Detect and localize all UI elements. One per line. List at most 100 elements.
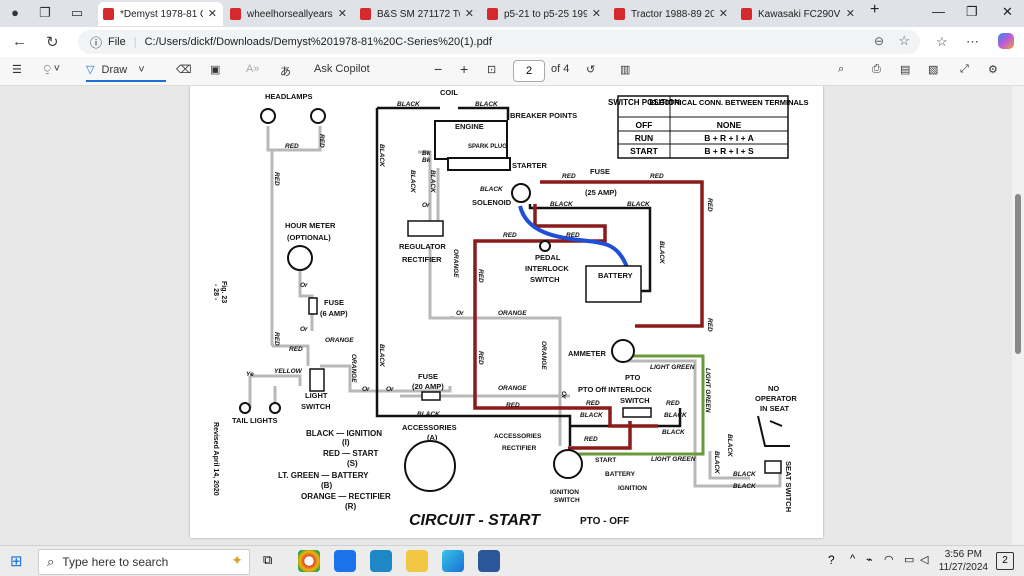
wire-label-black-v7: BLACK [713,451,720,475]
settings-icon[interactable]: ⚙ [988,64,998,76]
new-tab-button[interactable]: + [870,1,880,18]
legend-orange: ORANGE — RECTIFIER [301,492,391,501]
task-view-icon[interactable]: ⧉ [263,552,273,567]
search-icon[interactable]: ⌕ [838,63,845,75]
taskbar-search[interactable]: ⌕ Type here to search ✦ [38,549,250,575]
ask-copilot-button[interactable]: Ask Copilot [314,63,370,75]
rotate-icon[interactable]: ↺ [586,64,596,76]
network-icon[interactable]: ⌁ [866,554,873,566]
tab-wheelhorse[interactable]: wheelhorseallyears.p ✕ [225,2,353,26]
orange-wire-mid [428,246,562,446]
pedal-label: PEDAL [535,253,561,262]
chevron-up-icon[interactable]: ^ [850,553,856,565]
profile-icon[interactable]: ● [11,5,19,20]
zoom-in-button[interactable]: + [460,61,469,77]
close-icon[interactable]: ✕ [464,8,474,20]
favorite-icon[interactable]: ☆ [898,33,910,48]
wire-label-black-3: BLACK [480,186,504,193]
edge-icon[interactable] [442,550,464,572]
scrollbar-thumb[interactable] [1015,194,1021,354]
url-text: C:/Users/dickf/Downloads/Demyst%201978-8… [144,36,492,48]
minimize-icon[interactable]: — [932,4,945,19]
print-icon[interactable]: ⎙ [872,63,881,75]
wire-label-red-5: RED [566,232,580,239]
read-aloud-icon[interactable]: A» [246,63,260,75]
volume-icon[interactable]: ◁ [920,554,929,566]
notifications-badge[interactable]: 2 [996,552,1014,570]
close-icon[interactable]: ✕ [207,8,217,20]
component-labels: HEADLAMPS COIL BREAKER POINTS ENGINE SPA… [232,88,797,512]
pto-switch-label: SWITCH [620,396,650,405]
word-icon[interactable] [478,550,500,572]
tab-p5-21[interactable]: p5-21 to p5-25 1990 ✕ [482,2,607,26]
legend-black: BLACK — IGNITION [306,429,382,438]
zoom-out-button[interactable]: − [434,61,443,77]
document-viewer[interactable]: SWITCH POSITION ELECTRICAL CONN. BETWEEN… [0,86,1012,545]
refresh-icon[interactable]: ↻ [46,34,59,51]
save-as-icon[interactable]: ▧ [928,64,939,76]
contents-icon[interactable]: ☰ [12,64,22,76]
help-icon[interactable]: ? [828,553,835,567]
pdf-icon [360,8,371,20]
page-number-input[interactable]: 2 [513,60,545,82]
wire-label-orange-v1: ORANGE [452,249,459,278]
mail-icon[interactable] [334,550,356,572]
tab-bs-sm[interactable]: B&S SM 271172 Twi ✕ [355,2,480,26]
tab-label: wheelhorseallyears.p [247,8,333,20]
page-view-icon[interactable]: ▥ [620,64,631,76]
tab-kawasaki[interactable]: Kawasaki FC290V FC ✕ [736,2,861,26]
close-icon[interactable]: ✕ [591,8,601,20]
translate-icon[interactable]: あ [280,66,291,78]
wire-label-or-6: Or [422,202,430,209]
workspaces-icon[interactable]: ❐ [39,5,51,20]
fuse-25-label: FUSE [590,167,610,176]
vertical-wire-labels: BLACK BLACK BLACK RED RED RED RED RED RE… [273,134,733,475]
legend-red-s: (S) [347,459,358,468]
eraser-icon[interactable]: ⌫ [176,64,192,76]
close-icon[interactable]: ✕ [718,8,728,20]
fullscreen-icon[interactable]: ⤢ [960,63,969,75]
back-icon[interactable]: ← [12,33,27,50]
restore-icon[interactable]: ❐ [966,4,978,19]
ignition-switch-symbol [553,449,583,479]
highlight-icon[interactable]: ⍜ ˅ [44,63,61,75]
close-window-icon[interactable]: ✕ [1002,4,1013,19]
tab-actions-icon[interactable]: ▭ [70,5,84,20]
fuse6-symbol [308,297,318,315]
vertical-scrollbar[interactable] [1012,86,1024,545]
ign-start-label: START [595,457,616,464]
wire-label-or-2: Or [300,326,308,333]
tab-tractor[interactable]: Tractor 1988-89 208 ✕ [609,2,734,26]
close-icon[interactable]: ✕ [337,8,347,20]
more-icon[interactable]: ⋯ [966,34,979,49]
file-explorer-icon[interactable] [406,550,428,572]
zoom-icon[interactable]: ⊖ [873,34,884,48]
start-icon[interactable]: ⊞ [10,553,23,570]
close-icon[interactable]: ✕ [845,8,855,20]
draw-button[interactable]: ▽ Draw ˅ [86,60,166,82]
coil-label: COIL [440,88,458,97]
wire-label-red-10: RED [584,436,598,443]
search-icon: ⌕ [47,554,55,569]
tab-demyst[interactable]: *Demyst 1978-81 C- ✕ [98,2,223,26]
favorites-icon[interactable]: ☆ [936,34,948,49]
legend-black-i: (I) [342,438,350,447]
table-header-0: SWITCH POSITION [608,98,680,107]
wifi-icon[interactable]: ◠ [884,554,894,566]
copilot-icon[interactable] [998,33,1014,49]
red-ign-wire [568,421,632,450]
tail-lights-label: TAIL LIGHTS [232,416,278,425]
chrome-icon[interactable] [298,550,320,572]
text-box-icon[interactable]: ▣ [210,64,221,76]
hour-meter-symbol [287,245,313,271]
info-icon[interactable]: ⓘ [90,35,103,50]
pto-interlock-label: PTO Off INTERLOCK [578,385,653,394]
mywifi-icon[interactable] [370,550,392,572]
clock[interactable]: 3:56 PM 11/27/2024 [939,548,988,574]
save-icon[interactable]: ▤ [900,64,911,76]
fit-page-icon[interactable]: ⊡ [487,64,497,76]
battery-icon[interactable]: ▭ [904,554,915,566]
url-field[interactable]: ⓘ File | C:/Users/dickf/Downloads/Demyst… [78,30,920,54]
no-operator-label: NO [768,384,779,393]
table-header-1: ELECTRICAL CONN. BETWEEN TERMINALS [649,98,808,107]
